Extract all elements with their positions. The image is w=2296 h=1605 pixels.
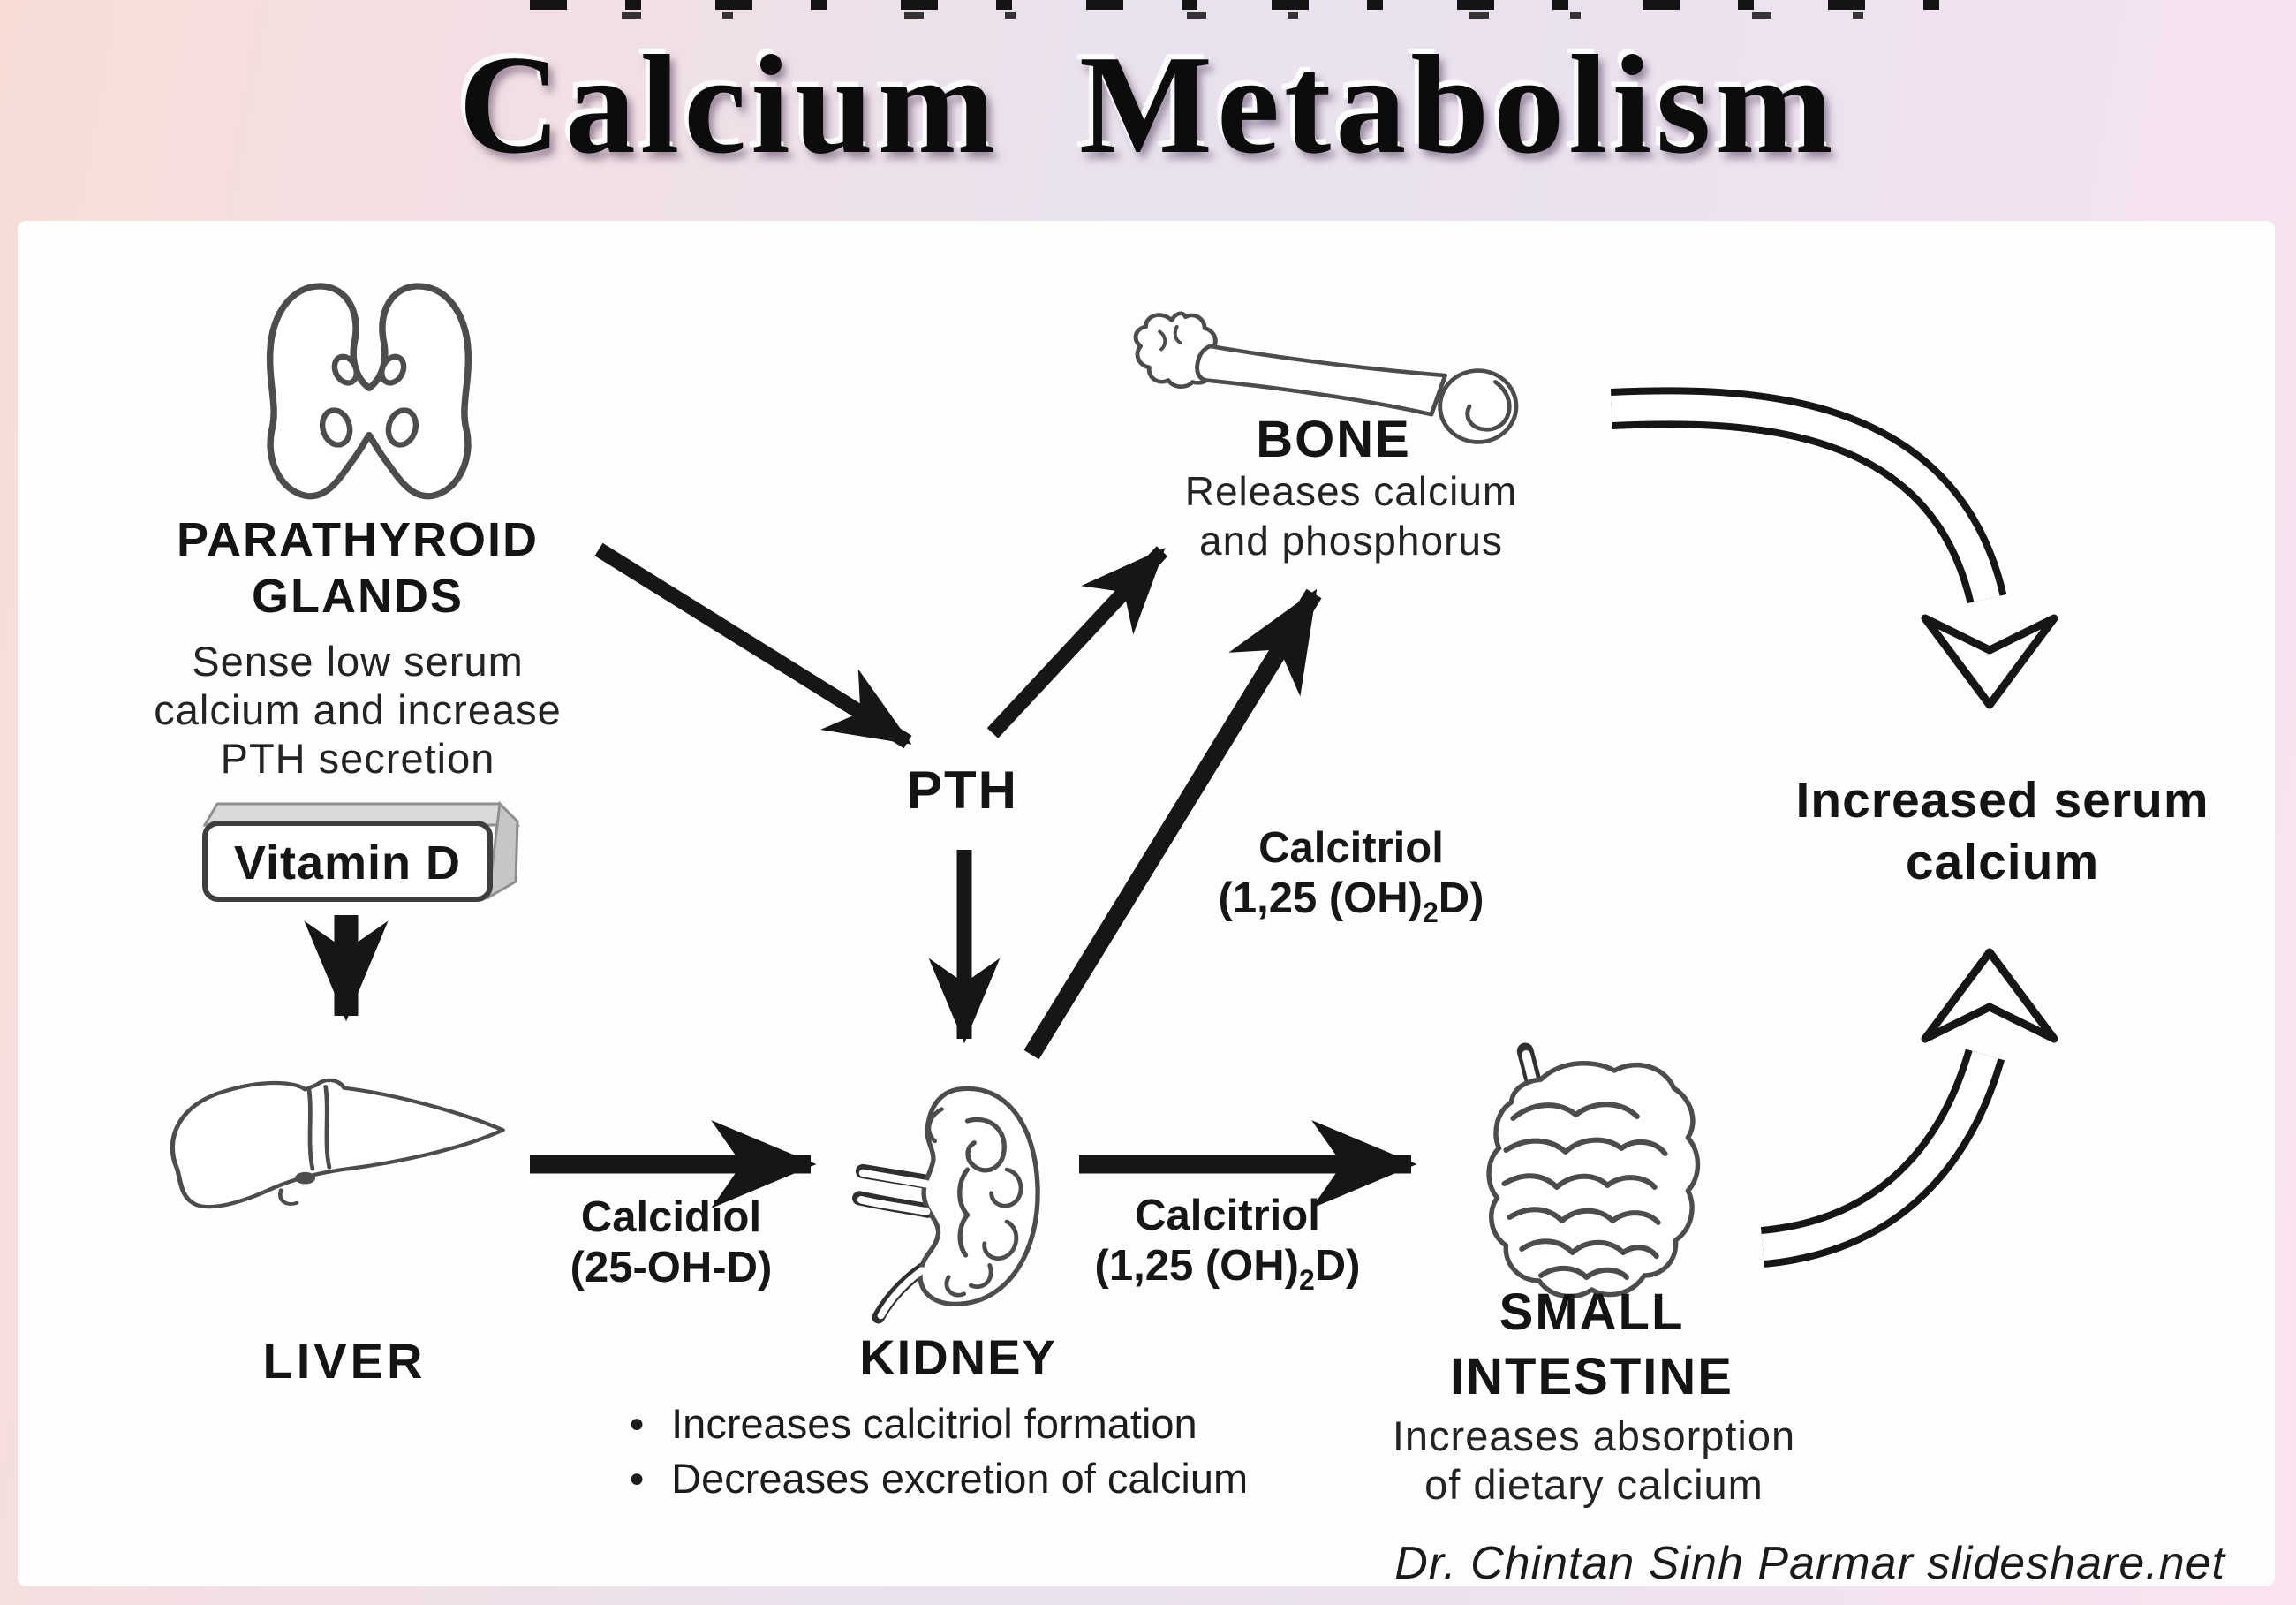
liver-label: LIVER bbox=[262, 1333, 427, 1389]
cropped-title-fragments-row2 bbox=[565, 12, 1969, 19]
small-intestine-description: Increases absorption of dietary calcium bbox=[1392, 1412, 1796, 1509]
bullet-icon: ● bbox=[629, 1408, 646, 1438]
formula-sub: 2 bbox=[1298, 1263, 1315, 1296]
formula-post: D) bbox=[1438, 874, 1484, 922]
formula-sub: 2 bbox=[1422, 896, 1439, 928]
bone-description: Releases calcium and phosphorus bbox=[1184, 468, 1518, 564]
formula-pre: (1,25 (OH) bbox=[1094, 1241, 1299, 1290]
list-item: ● Decreases excretion of calcium bbox=[629, 1454, 1441, 1502]
credit-line: Dr. Chintan Sinh Parmar slideshare.net bbox=[1394, 1538, 2225, 1589]
formula-post: D) bbox=[1314, 1241, 1361, 1290]
kidney-effect-1: Increases calcitriol formation bbox=[671, 1400, 1197, 1447]
small-intestine-label: SMALL INTESTINE bbox=[1450, 1283, 1733, 1405]
calcitriol-to-bone-label: Calcitriol (1,25 (OH)2D) bbox=[1166, 823, 1537, 929]
calcidiol-formula: (25-OH-D) bbox=[570, 1243, 773, 1291]
kidney-label: KIDNEY bbox=[859, 1329, 1057, 1385]
formula-pre: (1,25 (OH) bbox=[1218, 874, 1423, 922]
calcitriol-name: Calcitriol bbox=[1258, 824, 1444, 872]
list-item: ● Increases calcitriol formation bbox=[629, 1401, 1441, 1447]
parathyroid-glands-label: PARATHYROID GLANDS bbox=[177, 513, 539, 623]
cropped-title-fragments bbox=[530, 0, 1987, 10]
calcidiol-edge-label: Calcidiol (25-OH-D) bbox=[503, 1192, 839, 1293]
bullet-icon: ● bbox=[629, 1463, 646, 1493]
calcitriol-name: Calcitriol bbox=[1135, 1192, 1320, 1239]
pth-label: PTH bbox=[907, 761, 1018, 820]
page-title: Calcium Metabolism bbox=[458, 26, 1838, 183]
calcitriol-to-intestine-label: Calcitriol (1,25 (OH)2D) bbox=[1042, 1191, 1413, 1297]
kidney-effects-list: ● Increases calcitriol formation ● Decre… bbox=[629, 1401, 1441, 1510]
calcidiol-name: Calcidiol bbox=[580, 1193, 762, 1241]
vitamin-d-label: Vitamin D bbox=[233, 837, 462, 890]
parathyroid-glands-description: Sense low serum calcium and increase PTH… bbox=[154, 638, 562, 782]
bone-label: BONE bbox=[1256, 411, 1411, 468]
kidney-effect-2: Decreases excretion of calcium bbox=[671, 1454, 1249, 1502]
increased-serum-calcium-label: Increased serum calcium bbox=[1795, 772, 2209, 890]
